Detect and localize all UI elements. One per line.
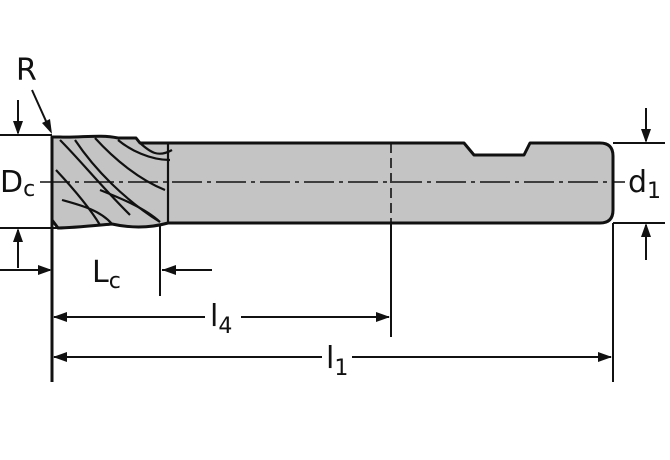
label-r: R [16,53,37,88]
dc-arrows [13,100,23,268]
lc-arrow [162,265,212,275]
flute-lines [55,137,173,226]
label-dc: Dc [0,164,40,202]
label-d1: d1 [625,165,669,204]
svg-text:l4: l4 [210,299,232,339]
label-l4: l4 [205,298,241,339]
r-leader [31,89,52,134]
extension-lines [0,134,665,382]
label-l1: l1 [322,338,352,381]
d1-arrows [641,108,651,260]
svg-text:l1: l1 [326,341,348,381]
svg-text:d1: d1 [628,165,661,204]
label-lc: Lc [92,255,121,294]
left-arrow [0,265,52,275]
svg-text:Dc: Dc [0,165,35,202]
